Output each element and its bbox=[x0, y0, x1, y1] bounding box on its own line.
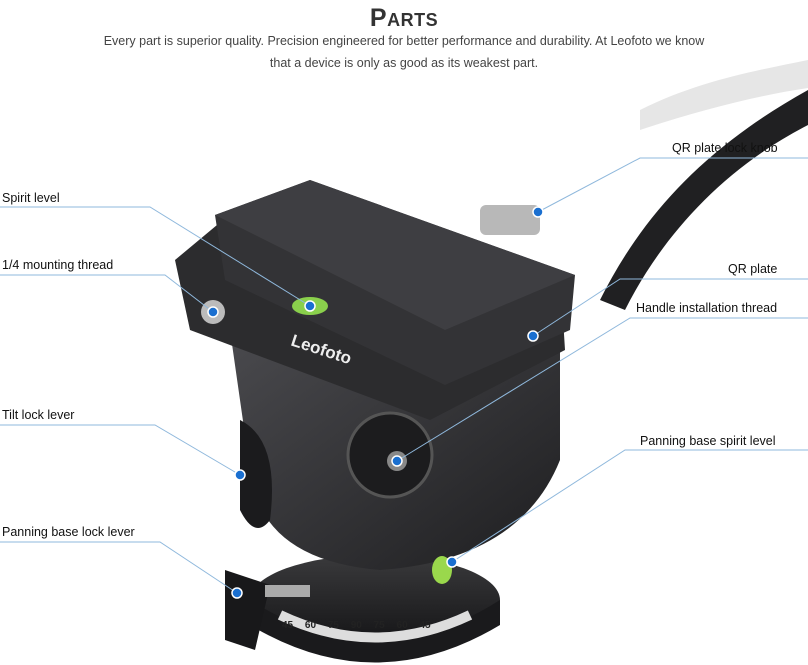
label-panning-base-lock-lever: Panning base lock lever bbox=[2, 525, 135, 539]
label-spirit-level: Spirit level bbox=[2, 191, 60, 205]
label-panning-base-spirit-level: Panning base spirit level bbox=[640, 434, 776, 448]
label-qr-plate-lock-knob: QR plate lock knob bbox=[672, 141, 778, 155]
label-mounting-thread: 1/4 mounting thread bbox=[2, 258, 114, 272]
callout-dot bbox=[446, 556, 458, 568]
base-scale: 45 60 75 90 75 60 45 bbox=[282, 620, 431, 631]
callout-dot bbox=[304, 300, 316, 312]
callout-dot bbox=[532, 206, 544, 218]
callout-lines bbox=[0, 157, 808, 594]
page-description: Every part is superior quality. Precisio… bbox=[103, 34, 705, 70]
callout-dot bbox=[234, 469, 246, 481]
callout-dot bbox=[231, 587, 243, 599]
callout-dot bbox=[391, 455, 403, 467]
label-tilt-lock-lever: Tilt lock lever bbox=[2, 408, 75, 422]
label-qr-plate: QR plate bbox=[728, 262, 778, 276]
callout-dot bbox=[207, 306, 219, 318]
page-title: Parts bbox=[369, 4, 439, 32]
label-handle-installation-thread: Handle installation thread bbox=[636, 301, 778, 315]
callout-dot bbox=[527, 330, 539, 342]
